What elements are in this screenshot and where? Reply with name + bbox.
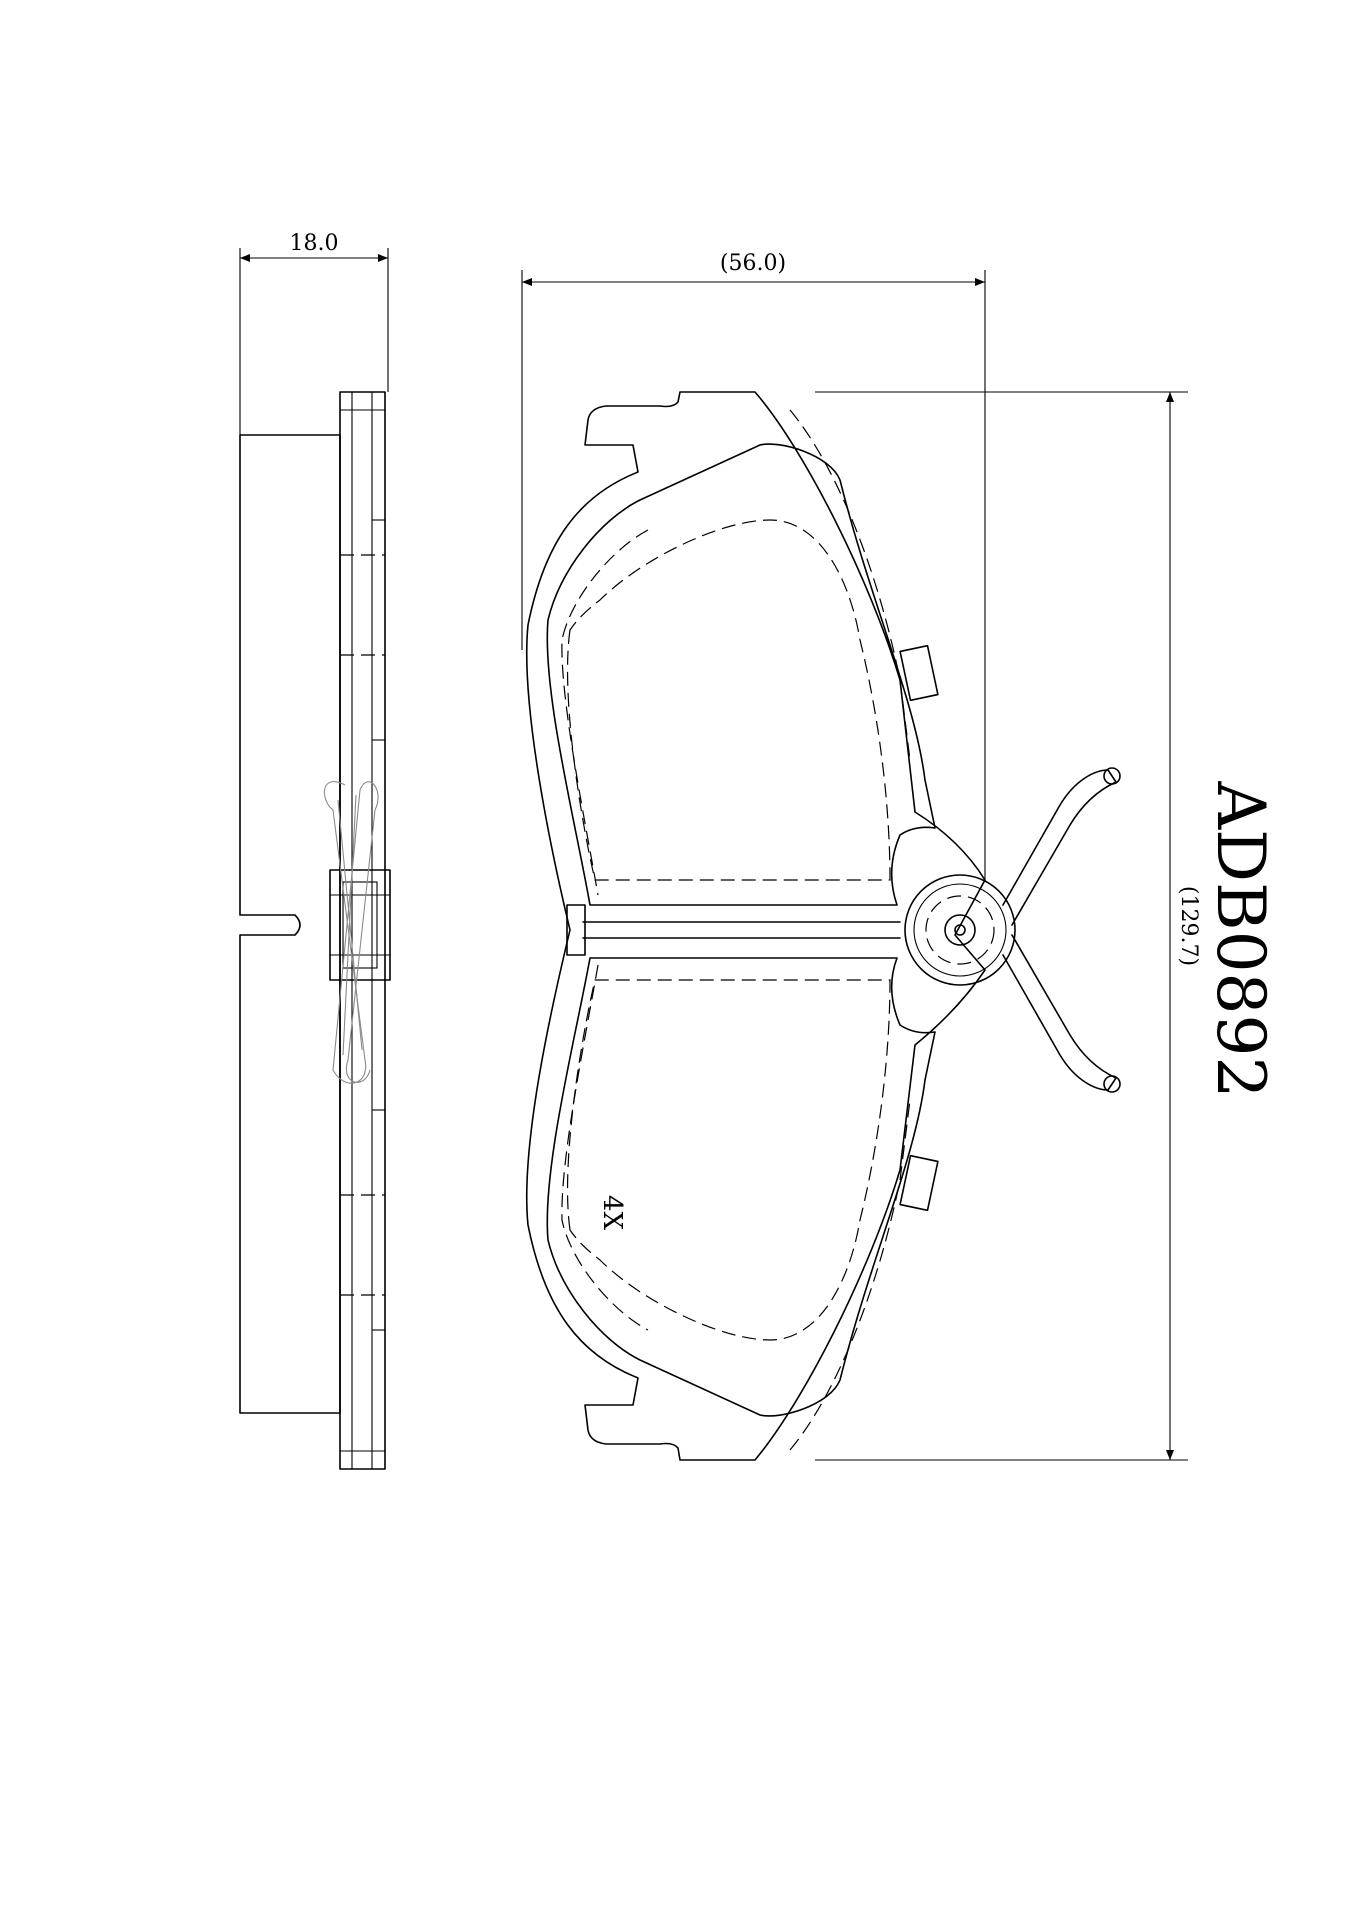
front-view: 4X xyxy=(525,391,1121,1461)
part-code: ADB0892 xyxy=(1202,780,1279,1098)
friction-material-upper xyxy=(546,443,936,906)
anti-rattle-clip xyxy=(904,767,1121,1093)
wear-indicator-tab-upper xyxy=(899,644,939,702)
side-backing-plate xyxy=(339,391,386,1470)
backing-plate-outline xyxy=(525,391,986,1461)
height-label: (129.7) xyxy=(1176,886,1201,966)
side-wire-spring xyxy=(323,781,379,1084)
wear-zone-lower xyxy=(566,979,891,1341)
side-view xyxy=(239,391,391,1470)
spring-wire xyxy=(1002,769,1117,926)
wear-indicator-tab-lower xyxy=(899,1154,939,1212)
side-friction-material xyxy=(239,434,341,1414)
dimension-width: (56.0) xyxy=(521,251,986,880)
dimension-thickness: 18.0 xyxy=(239,231,389,435)
wear-zone-upper xyxy=(566,519,891,881)
width-label: (56.0) xyxy=(720,251,786,276)
side-clip-body xyxy=(329,869,391,981)
center-slot-clip xyxy=(566,904,586,956)
thickness-label: 18.0 xyxy=(290,231,339,256)
friction-material-lower xyxy=(546,957,936,1417)
dimension-height: (129.7) xyxy=(815,391,1201,1461)
quantity-label: 4X xyxy=(597,1195,627,1231)
